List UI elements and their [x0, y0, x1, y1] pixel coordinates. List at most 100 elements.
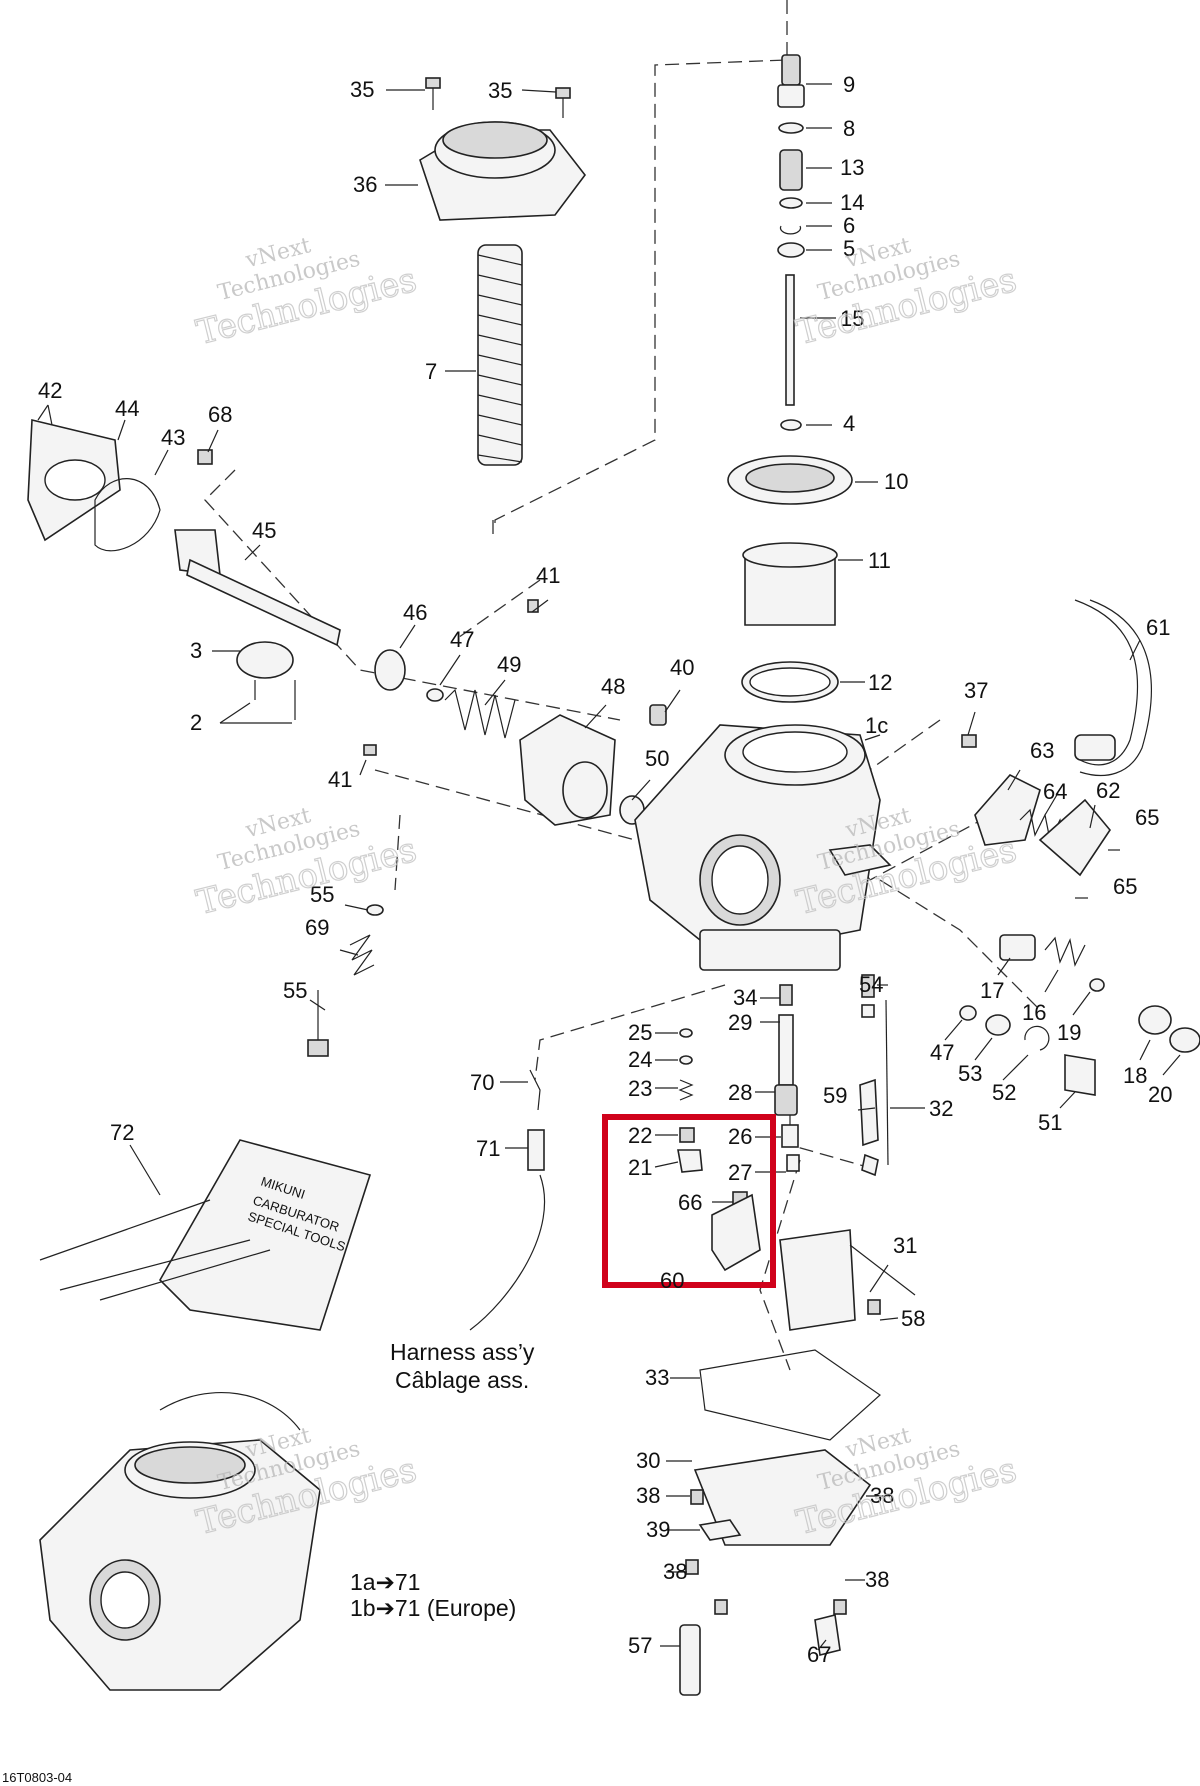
part-label: 7 — [425, 359, 437, 384]
part-label: 40 — [670, 655, 694, 680]
highlight-box — [602, 1114, 776, 1288]
needle-stack-group — [727, 54, 853, 703]
part-label: 36 — [353, 172, 377, 197]
part-label: 71 — [476, 1136, 500, 1161]
part-label: 47 — [450, 627, 474, 652]
assembled-carburetor — [39, 1392, 321, 1691]
jet-parts-group — [677, 974, 879, 1272]
part-label: 4 — [843, 411, 855, 436]
part-label: 29 — [728, 1010, 752, 1035]
part-label: 6 — [843, 213, 855, 238]
part-label: 18 — [1123, 1063, 1147, 1088]
part-label: 28 — [728, 1080, 752, 1105]
assembly-note-line2: 1b➔71 (Europe) — [350, 1595, 516, 1621]
part-label: 2 — [190, 710, 202, 735]
part-label: 38 — [865, 1567, 889, 1592]
leader-lines — [37, 83, 1181, 1651]
part-label: 64 — [1043, 779, 1067, 804]
part-label: 38 — [663, 1559, 687, 1584]
notes: Harness ass’y Câblage ass. 1a➔71 1b➔71 (… — [2, 1339, 535, 1785]
part-label: 21 — [628, 1155, 652, 1180]
part-label: 49 — [497, 652, 521, 677]
harness-note-line2: Câblage ass. — [395, 1367, 529, 1393]
part-label: 37 — [964, 678, 988, 703]
part-label: 10 — [884, 469, 908, 494]
part-label: 3 — [190, 638, 202, 663]
assembly-note-line1: 1a➔71 — [350, 1569, 420, 1595]
part-label: 72 — [110, 1120, 134, 1145]
part-label: 30 — [636, 1448, 660, 1473]
part-label: 50 — [645, 746, 669, 771]
part-label: 15 — [840, 306, 864, 331]
part-label: 54 — [859, 972, 883, 997]
sensor-group — [469, 1069, 546, 1331]
part-label: 57 — [628, 1633, 652, 1658]
watermarks: vNext Technologies Technologies vNext Te… — [192, 233, 1021, 1544]
part-label: 35 — [488, 78, 512, 103]
part-label: 61 — [1146, 615, 1170, 640]
part-label: 55 — [310, 882, 334, 907]
part-label: 27 — [728, 1160, 752, 1185]
part-label: 70 — [470, 1070, 494, 1095]
part-label: 51 — [1038, 1110, 1062, 1135]
part-label: 65 — [1135, 805, 1159, 830]
part-label: 8 — [843, 116, 855, 141]
part-label: 1c — [865, 713, 888, 738]
part-label: 39 — [646, 1517, 670, 1542]
part-label: 46 — [403, 600, 427, 625]
part-label: 35 — [350, 77, 374, 102]
part-label: 65 — [1113, 874, 1137, 899]
part-label: 53 — [958, 1061, 982, 1086]
part-label: 41 — [536, 563, 560, 588]
part-label: 58 — [901, 1306, 925, 1331]
part-label: 24 — [628, 1047, 652, 1072]
part-label: 48 — [601, 674, 625, 699]
part-label: 26 — [728, 1124, 752, 1149]
part-label: 60 — [660, 1268, 684, 1293]
part-label: 69 — [305, 915, 329, 940]
part-label: 25 — [628, 1020, 652, 1045]
part-label: 34 — [733, 985, 757, 1010]
top-cover-group — [419, 77, 587, 466]
tool-kit-group: MIKUNI CARBURATOR SPECIAL TOOLS — [39, 1139, 372, 1331]
part-label: 16 — [1022, 1000, 1046, 1025]
part-label: 13 — [840, 155, 864, 180]
part-label: 41 — [328, 767, 352, 792]
part-label: 17 — [980, 978, 1004, 1003]
part-label: 62 — [1096, 778, 1120, 803]
part-label: 43 — [161, 425, 185, 450]
right-lower-group — [959, 934, 1200, 1096]
throttle-shaft-group — [27, 418, 667, 826]
part-label: 33 — [645, 1365, 669, 1390]
part-label: 38 — [870, 1483, 894, 1508]
part-label: 23 — [628, 1076, 652, 1101]
part-label: 20 — [1148, 1082, 1172, 1107]
part-label: 52 — [992, 1080, 1016, 1105]
float-chamber-group — [679, 1229, 916, 1696]
part-label: 55 — [283, 978, 307, 1003]
part-label: 67 — [807, 1642, 831, 1667]
part-label: 19 — [1057, 1020, 1081, 1045]
part-label: 12 — [868, 670, 892, 695]
part-label: 22 — [628, 1123, 652, 1148]
part-label: 47 — [930, 1040, 954, 1065]
part-label: 59 — [823, 1083, 847, 1108]
part-label: 11 — [868, 548, 891, 573]
harness-note-line1: Harness ass’y — [390, 1339, 535, 1365]
carburetor-body — [634, 724, 892, 971]
part-label: 44 — [115, 396, 139, 421]
part-label: 32 — [929, 1096, 953, 1121]
assembly-guide-lines — [204, 0, 1041, 1371]
part-label: 9 — [843, 72, 855, 97]
part-label: 14 — [840, 190, 864, 215]
part-label: 42 — [38, 378, 62, 403]
part-label: 63 — [1030, 738, 1054, 763]
drawing-code: 16T0803-04 — [2, 1770, 72, 1785]
part-label: 66 — [678, 1190, 702, 1215]
idle-screw-group — [307, 904, 384, 1057]
part-label: 38 — [636, 1483, 660, 1508]
part-label: 5 — [843, 236, 855, 261]
part-labels: 35 35 36 7 9 8 13 14 6 5 15 4 10 11 12 1… — [38, 72, 1172, 1667]
part-label: 68 — [208, 402, 232, 427]
